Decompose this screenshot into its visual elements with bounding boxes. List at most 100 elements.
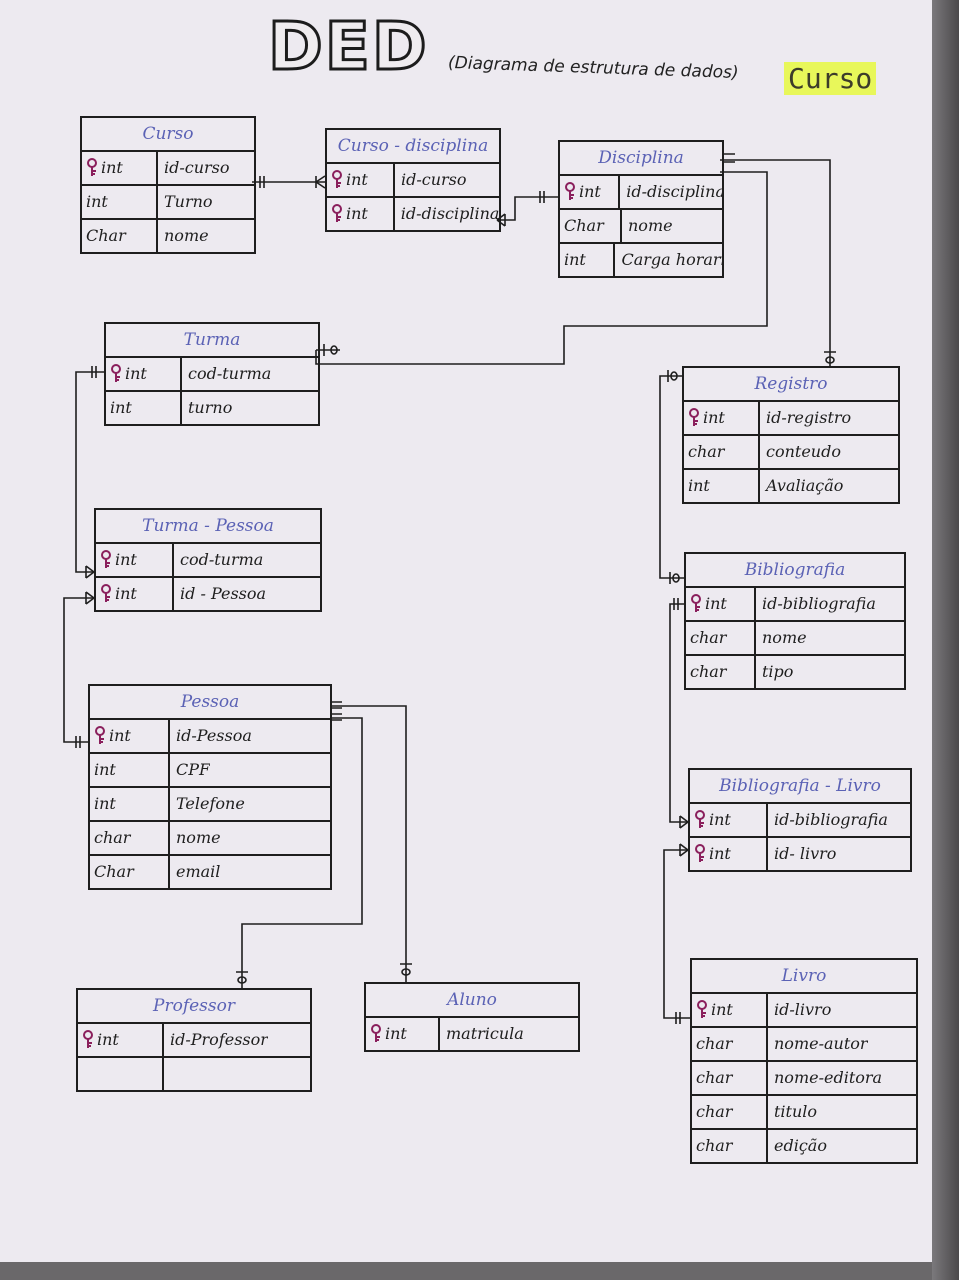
entity-name: Curso - disciplina	[327, 130, 499, 164]
attribute-type-cell: int	[90, 720, 170, 752]
attribute-type-cell: int	[684, 470, 760, 502]
attribute-type: int	[346, 204, 368, 223]
attribute-name	[164, 1058, 170, 1090]
mark-one	[91, 366, 97, 378]
attribute-name: nome	[176, 828, 221, 847]
attribute-row: char edição	[692, 1130, 916, 1162]
attribute-name: id-bibliografia	[774, 810, 888, 829]
attribute-name: titulo	[774, 1102, 818, 1121]
entity-name: Curso	[82, 118, 254, 152]
primary-key-icon	[694, 810, 706, 830]
attribute-type: int	[703, 408, 725, 427]
attribute-type-cell: int	[96, 578, 174, 610]
attribute-row: int id-Professor	[78, 1024, 310, 1058]
attribute-name: nome-editora	[774, 1068, 883, 1087]
attribute-name: Telefone	[176, 794, 245, 813]
attribute-type: int	[110, 398, 132, 417]
attribute-type-cell: int	[684, 402, 760, 434]
attribute-type-cell	[78, 1058, 164, 1090]
attribute-name: id-registro	[766, 408, 852, 427]
attribute-type-cell: char	[692, 1028, 768, 1060]
attribute-type: Char	[86, 226, 126, 245]
attribute-type: char	[690, 628, 727, 647]
attribute-row: int turno	[106, 392, 318, 424]
attribute-type: int	[709, 844, 731, 863]
rel-registro-bibliografia	[659, 375, 684, 579]
attribute-type-cell: Char	[560, 210, 622, 242]
background-edge	[932, 0, 959, 1280]
attribute-type-cell: int	[690, 804, 768, 836]
mark-zero-one	[400, 963, 412, 976]
primary-key-icon	[100, 584, 112, 604]
attribute-type: char	[688, 442, 725, 461]
entity-name: Registro	[684, 368, 898, 402]
mark-one-zero	[332, 713, 342, 721]
attribute-type: int	[115, 550, 137, 569]
entity-name: Turma - Pessoa	[96, 510, 320, 544]
primary-key-icon	[694, 844, 706, 864]
attribute-type-cell: int	[327, 198, 395, 230]
attribute-name: nome-autor	[774, 1034, 868, 1053]
primary-key-icon	[100, 550, 112, 570]
attribute-name: turno	[188, 398, 233, 417]
mark-many	[315, 175, 326, 189]
attribute-name: nome	[164, 226, 209, 245]
attribute-name: id-Professor	[170, 1030, 268, 1049]
mark-many	[679, 843, 689, 857]
mark-many	[679, 815, 689, 829]
mark-zero-one	[824, 351, 836, 364]
attribute-name: id-disciplina	[626, 182, 722, 201]
attribute-row: char conteudo	[684, 436, 898, 470]
attribute-row: int Turno	[82, 186, 254, 220]
attribute-name: id-curso	[401, 170, 467, 189]
attribute-type: int	[579, 182, 601, 201]
attribute-type-cell: char	[684, 436, 760, 468]
mark-one-zero	[723, 153, 735, 163]
attribute-name: edição	[774, 1136, 827, 1155]
attribute-type: int	[115, 584, 137, 603]
attribute-type: char	[696, 1136, 733, 1155]
attribute-name: id-disciplina	[400, 204, 499, 223]
primary-key-icon	[688, 408, 700, 428]
attribute-type: int	[97, 1030, 119, 1049]
rel-turma-turmapessoa	[75, 371, 104, 573]
attribute-type: int	[86, 192, 108, 211]
attribute-name: cod-turma	[188, 364, 272, 383]
mark-one-zero	[332, 701, 342, 709]
rel-livro-biblivro	[663, 849, 690, 1019]
attribute-name: conteudo	[766, 442, 841, 461]
attribute-name: id - Pessoa	[180, 584, 267, 603]
attribute-type-cell: Char	[90, 856, 170, 888]
attribute-type-cell: char	[692, 1096, 768, 1128]
attribute-type: char	[690, 662, 727, 681]
rel-disciplina-turma	[315, 171, 768, 365]
diagram-title: DED	[267, 7, 429, 87]
attribute-name: Turno	[164, 192, 213, 211]
background-bottom	[0, 1262, 932, 1280]
mark-many	[85, 565, 95, 579]
primary-key-icon	[564, 182, 576, 202]
attribute-name: matricula	[446, 1024, 524, 1043]
attribute-type-cell: int	[686, 588, 756, 620]
highlighted-label: Curso	[784, 62, 877, 95]
attribute-row: int id-disciplina	[327, 198, 499, 230]
